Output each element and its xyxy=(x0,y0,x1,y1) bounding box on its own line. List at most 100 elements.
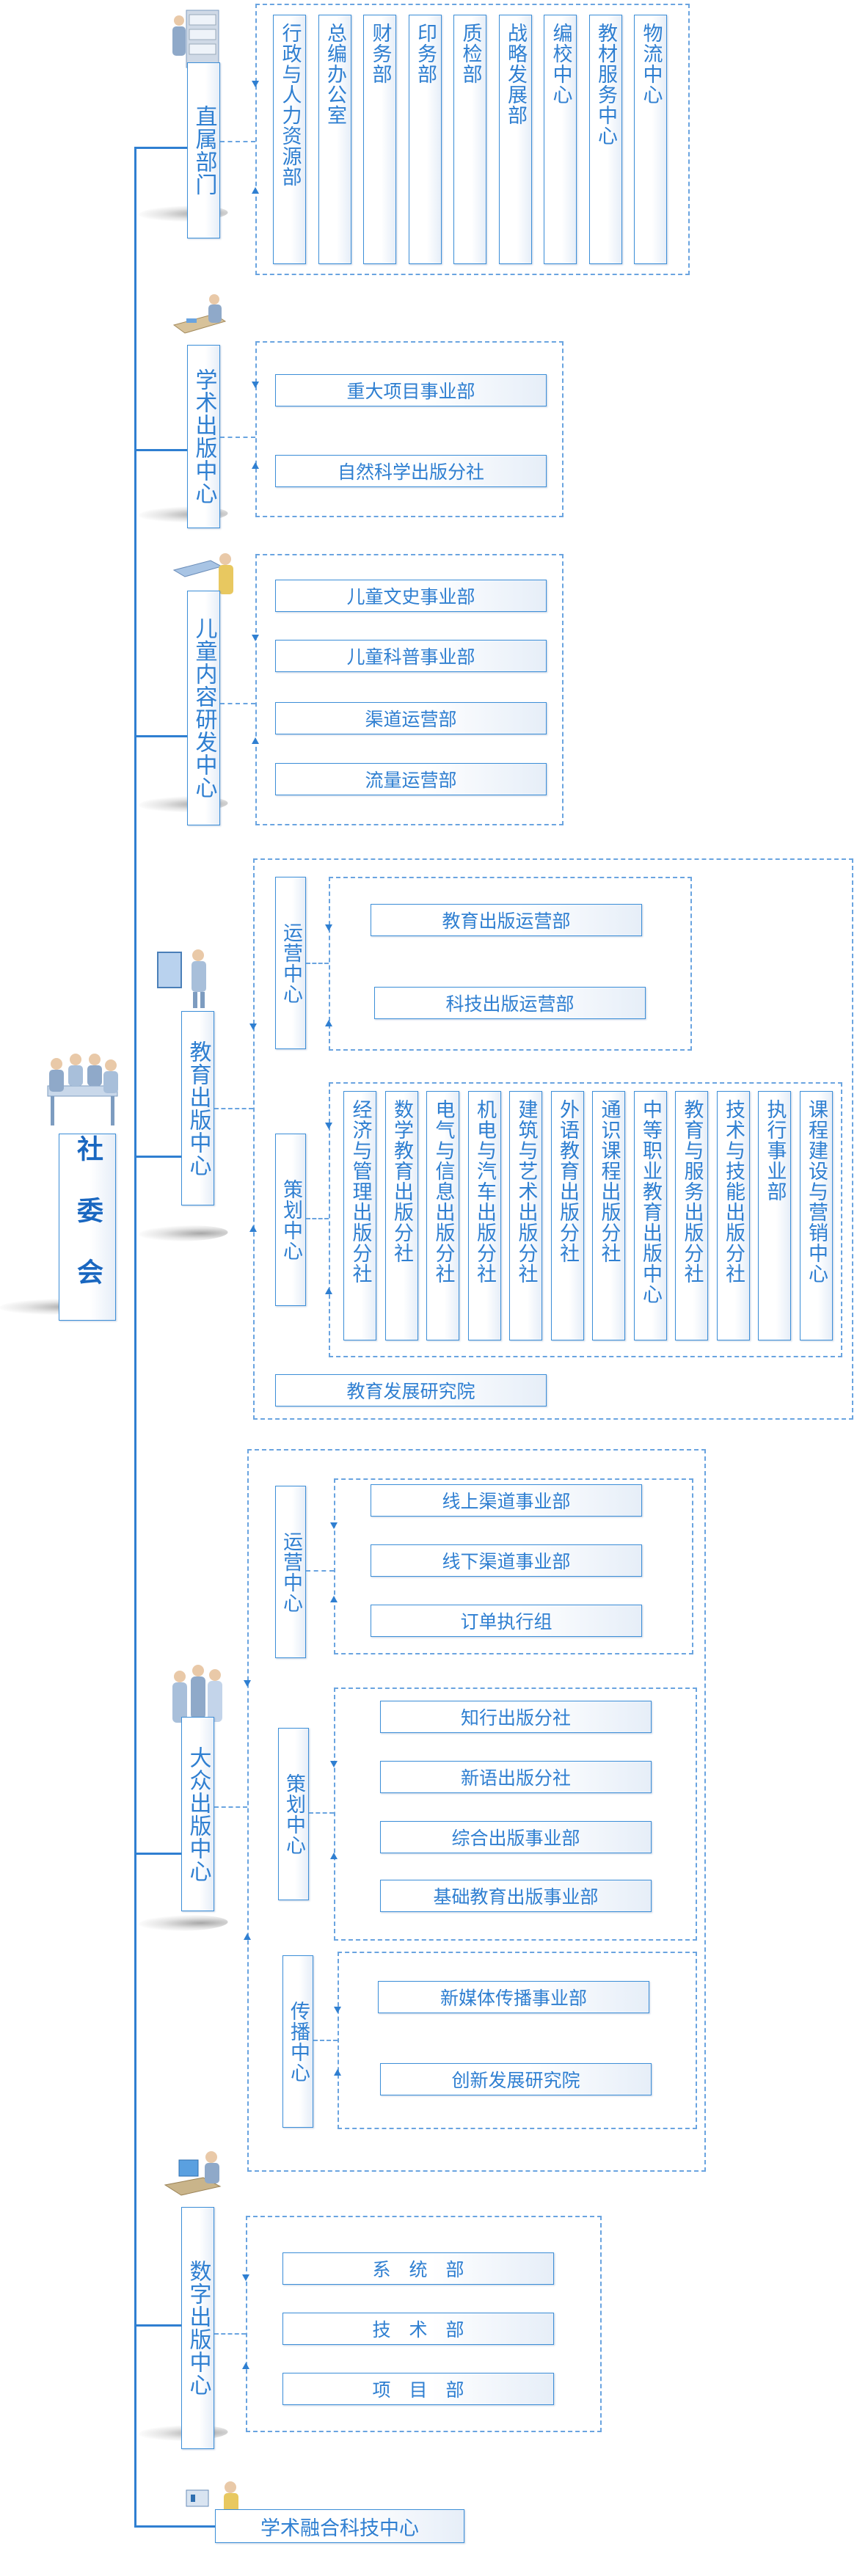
fusion-box[interactable]: 学术融合科技中心 xyxy=(215,2509,464,2543)
education-planning-item[interactable]: 执行事业部 xyxy=(758,1091,791,1340)
direct-dept-item-label: 质检部 xyxy=(459,23,482,84)
direct-dept-item[interactable]: 物流中心 xyxy=(634,15,667,264)
popular-ops-item[interactable]: 线上渠道事业部 xyxy=(371,1484,642,1517)
education-category-box[interactable]: 教育出版中心 xyxy=(181,1011,214,1205)
academic-item[interactable]: 自然科学出版分社 xyxy=(275,455,547,487)
digital-item[interactable]: 技 术 部 xyxy=(282,2313,554,2345)
education-planning-item[interactable]: 外语教育出版分社 xyxy=(550,1091,584,1340)
academic-item[interactable]: 重大项目事业部 xyxy=(275,374,547,406)
direct-dept-item-label: 编校中心 xyxy=(549,23,572,105)
arrow-up xyxy=(330,1853,338,1859)
education-planning-item[interactable]: 数学教育出版分社 xyxy=(384,1091,418,1340)
education-planning-item[interactable]: 中等职业教育出版中心 xyxy=(633,1091,667,1340)
arrow-down xyxy=(244,1680,251,1687)
education-research-box[interactable]: 教育发展研究院 xyxy=(275,1374,547,1406)
direct-category-label: 直属部门 xyxy=(191,105,217,196)
digital-item[interactable]: 项 目 部 xyxy=(282,2373,554,2405)
education-planning-item-label: 教育与服务出版分社 xyxy=(680,1099,704,1284)
education-ops-item[interactable]: 教育出版运营部 xyxy=(371,904,642,936)
desk-person-icon xyxy=(172,294,227,334)
education-planning-item[interactable]: 技术与技能出版分社 xyxy=(716,1091,750,1340)
popular-ops-group xyxy=(334,1478,693,1654)
popular-comm-box[interactable]: 传播中心 xyxy=(282,1955,313,2128)
popular-ops-item[interactable]: 订单执行组 xyxy=(371,1605,642,1637)
arrow-up xyxy=(252,737,259,744)
education-ops-label: 运营中心 xyxy=(280,922,302,1004)
direct-group xyxy=(255,4,690,275)
children-group xyxy=(255,554,564,825)
children-item[interactable]: 儿童科普事业部 xyxy=(275,640,547,672)
arrow-up xyxy=(325,1288,332,1294)
children-item[interactable]: 流量运营部 xyxy=(275,763,547,795)
trunk-line xyxy=(134,147,136,2527)
popular-planning-item[interactable]: 综合出版事业部 xyxy=(380,1821,652,1853)
education-planning-item[interactable]: 教育与服务出版分社 xyxy=(675,1091,708,1340)
digital-connector xyxy=(214,2333,246,2335)
popular-category-box[interactable]: 大众出版中心 xyxy=(181,1717,214,1911)
popular-planning-item[interactable]: 知行出版分社 xyxy=(380,1701,652,1733)
popular-connector xyxy=(214,1806,247,1808)
digital-category-label: 数字出版中心 xyxy=(185,2260,211,2396)
children-item[interactable]: 儿童文史事业部 xyxy=(275,580,547,612)
branch-digital xyxy=(134,2324,181,2327)
direct-dept-item[interactable]: 行政与人力资源部 xyxy=(273,15,306,264)
direct-dept-item[interactable]: 战略发展部 xyxy=(498,15,532,264)
education-ops-box[interactable]: 运营中心 xyxy=(275,877,306,1049)
arrow-up xyxy=(252,462,259,469)
education-planning-item[interactable]: 通识课程出版分社 xyxy=(592,1091,625,1340)
direct-dept-item-label: 印务部 xyxy=(414,23,437,84)
arrow-up xyxy=(325,1020,332,1026)
direct-dept-item[interactable]: 教材服务中心 xyxy=(588,15,622,264)
direct-connector xyxy=(220,141,255,142)
popular-planning-item[interactable]: 基础教育出版事业部 xyxy=(380,1880,652,1912)
popular-ops-item[interactable]: 线下渠道事业部 xyxy=(371,1544,642,1577)
education-planning-item[interactable]: 建筑与艺术出版分社 xyxy=(509,1091,542,1340)
direct-dept-item[interactable]: 质检部 xyxy=(453,15,486,264)
arrow-down xyxy=(334,2007,341,2013)
children-item[interactable]: 渠道运营部 xyxy=(275,702,547,734)
education-ops-connector xyxy=(306,963,329,964)
direct-dept-item-label: 总编办公室 xyxy=(324,23,346,125)
children-category-label: 儿童内容研发中心 xyxy=(191,617,217,799)
meeting-people-icon xyxy=(47,1054,118,1125)
digital-category-box[interactable]: 数字出版中心 xyxy=(181,2207,214,2449)
direct-category-box[interactable]: 直属部门 xyxy=(187,62,220,238)
popular-ops-box[interactable]: 运营中心 xyxy=(275,1486,306,1658)
direct-dept-item[interactable]: 财务部 xyxy=(363,15,396,264)
direct-dept-item[interactable]: 印务部 xyxy=(408,15,442,264)
education-planning-box[interactable]: 策划中心 xyxy=(275,1134,306,1306)
popular-ops-connector xyxy=(306,1570,334,1572)
arrow-up xyxy=(330,1596,338,1602)
education-planning-item-label: 经济与管理出版分社 xyxy=(349,1099,372,1284)
education-planning-connector xyxy=(306,1218,329,1219)
popular-ops-label: 运营中心 xyxy=(280,1530,302,1613)
popular-planning-label: 策划中心 xyxy=(282,1773,305,1856)
branch-education xyxy=(134,1156,181,1158)
popular-comm-item[interactable]: 新媒体传播事业部 xyxy=(378,1981,649,2013)
arrow-up xyxy=(244,1933,251,1940)
education-ops-item[interactable]: 科技出版运营部 xyxy=(374,987,646,1019)
education-planning-item[interactable]: 经济与管理出版分社 xyxy=(343,1091,376,1340)
digital-item[interactable]: 系 统 部 xyxy=(282,2252,554,2285)
direct-dept-item[interactable]: 编校中心 xyxy=(544,15,577,264)
popular-planning-item[interactable]: 新语出版分社 xyxy=(380,1761,652,1793)
popular-comm-item[interactable]: 创新发展研究院 xyxy=(380,2063,652,2095)
arrow-down xyxy=(252,635,259,641)
education-planning-item-label: 数学教育出版分社 xyxy=(390,1099,413,1263)
education-planning-item[interactable]: 电气与信息出版分社 xyxy=(426,1091,459,1340)
root-label: 社委会 xyxy=(73,1134,103,1320)
branch-direct xyxy=(134,147,187,149)
direct-dept-item[interactable]: 总编办公室 xyxy=(318,15,351,264)
popular-planning-connector xyxy=(309,1812,334,1814)
branch-fusion xyxy=(134,2525,215,2528)
arrow-down xyxy=(330,1761,338,1767)
education-group xyxy=(253,858,853,1420)
popular-category-label: 大众出版中心 xyxy=(185,1745,211,1883)
education-planning-item[interactable]: 机电与汽车出版分社 xyxy=(467,1091,501,1340)
popular-planning-box[interactable]: 策划中心 xyxy=(278,1728,309,1900)
academic-category-box[interactable]: 学术出版中心 xyxy=(187,345,220,528)
children-category-box[interactable]: 儿童内容研发中心 xyxy=(187,591,220,825)
education-planning-item[interactable]: 课程建设与营销中心 xyxy=(799,1091,833,1340)
root-box[interactable]: 社委会 xyxy=(59,1134,116,1321)
academic-category-label: 学术出版中心 xyxy=(191,368,217,505)
